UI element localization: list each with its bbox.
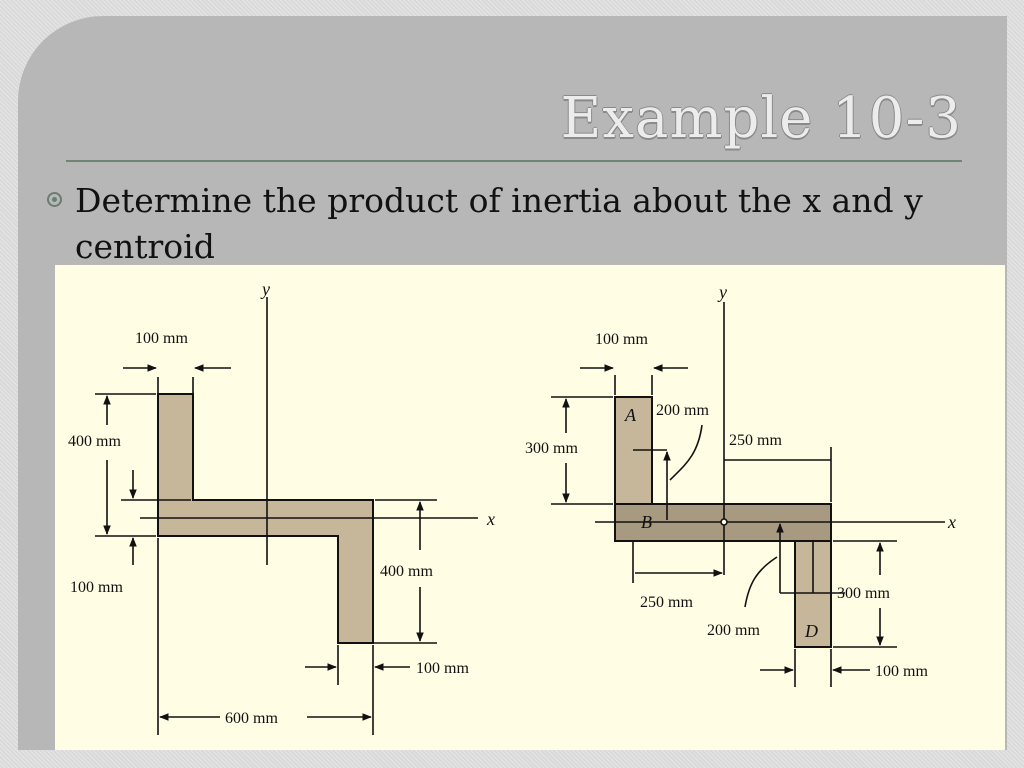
right-y-axis-label: y (717, 282, 727, 302)
right-part-a-label: A (624, 405, 637, 425)
right-dim-left-height: 300 mm (525, 440, 578, 457)
right-dim-bottom-width: 100 mm (875, 663, 928, 680)
right-figure (551, 302, 945, 687)
right-x-axis-label: x (947, 512, 956, 532)
right-part-b-label: B (641, 512, 652, 532)
left-dim-web-thickness: 100 mm (70, 579, 123, 596)
right-dim-offset-left: 250 mm (640, 594, 693, 611)
left-dim-top-width: 100 mm (135, 330, 188, 347)
left-dim-left-height: 400 mm (68, 433, 121, 450)
right-dim-offset-a: 200 mm (656, 402, 709, 419)
right-part-d-label: D (804, 621, 818, 641)
left-dim-bottom-width: 100 mm (416, 660, 469, 677)
figure-panel: y x 100 mm 400 mm 100 mm 400 mm 100 mm 6… (55, 265, 1005, 750)
bullet-text: Determine the product of inertia about t… (75, 181, 923, 266)
right-dim-top-width: 100 mm (595, 331, 648, 348)
right-dim-offset-right: 250 mm (729, 432, 782, 449)
left-dim-right-height: 400 mm (380, 563, 433, 580)
cross-section-figures: y x 100 mm 400 mm 100 mm 400 mm 100 mm 6… (68, 279, 956, 735)
slide-title: Example 10-3 (560, 86, 962, 151)
right-dim-offset-d: 200 mm (707, 622, 760, 639)
left-dim-overall-width: 600 mm (225, 710, 278, 727)
right-dim-right-height: 300 mm (837, 585, 890, 602)
bullet-icon (47, 192, 62, 207)
title-divider (66, 160, 962, 162)
left-figure (95, 297, 478, 735)
left-y-axis-label: y (260, 279, 270, 299)
left-x-axis-label: x (486, 509, 495, 529)
